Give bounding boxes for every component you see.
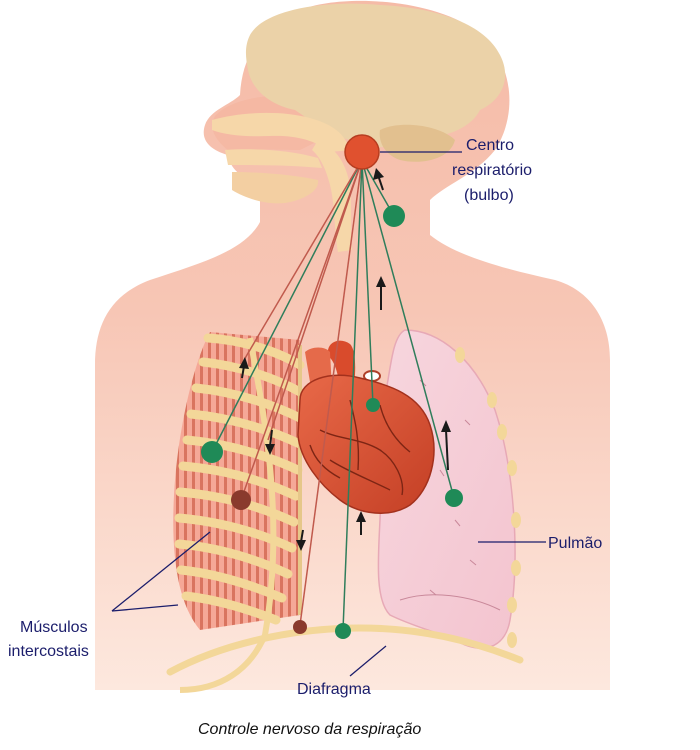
label-musculos-line1: Músculos bbox=[20, 619, 88, 636]
label-centro-line3: (bulbo) bbox=[464, 187, 514, 204]
label-diafragma: Diafragma bbox=[297, 681, 371, 698]
label-pulmao: Pulmão bbox=[548, 535, 602, 552]
ganglion-neck bbox=[383, 205, 405, 227]
ganglion-diaphragm bbox=[335, 623, 351, 639]
figure-caption: Controle nervoso da respiração bbox=[198, 721, 421, 738]
label-musculos-line2: intercostais bbox=[8, 643, 89, 660]
respiratory-center bbox=[345, 135, 379, 169]
ganglion-intercostal bbox=[201, 441, 223, 463]
ganglion-intercostal-sensory bbox=[231, 490, 251, 510]
label-centro-line1: Centro bbox=[466, 137, 514, 154]
ganglion-diaphragm-sensory bbox=[293, 620, 307, 634]
ganglion-lung bbox=[445, 489, 463, 507]
label-centro-line2: respiratório bbox=[452, 162, 532, 179]
ganglion-lung-inner bbox=[366, 398, 380, 412]
